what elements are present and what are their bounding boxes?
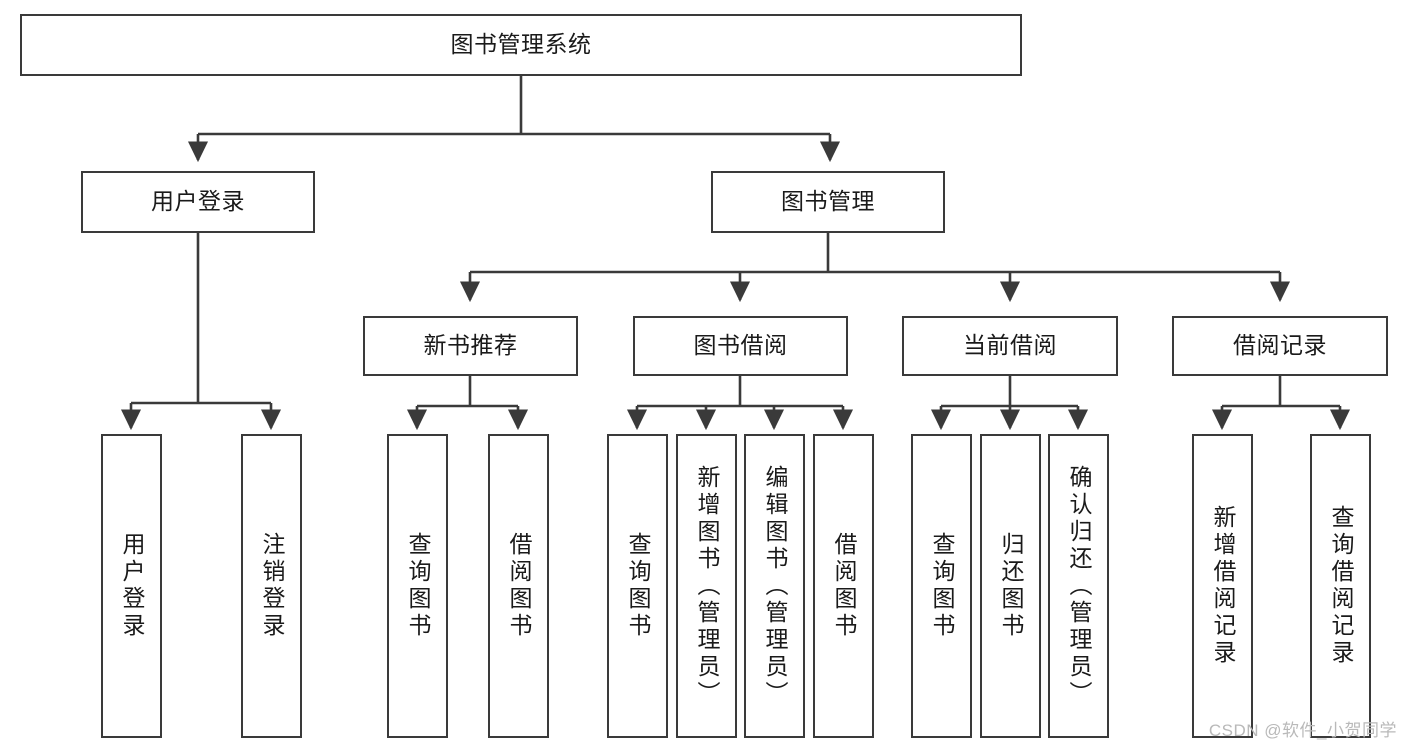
node-book-borrow-label: 图书借阅 [693,332,788,359]
node-new-book-rec-label: 新书推荐 [423,332,518,359]
node-leaf-query-book-2-label: 查询图书 [625,532,651,640]
node-leaf-query-book-3[interactable]: 查询图书 [911,434,972,738]
node-leaf-return-book-label: 归还图书 [998,532,1024,640]
node-borrow-record[interactable]: 借阅记录 [1172,316,1388,376]
node-root-label: 图书管理系统 [450,31,592,58]
node-leaf-borrow-book-1-label: 借阅图书 [506,532,532,640]
node-leaf-add-record-label: 新增借阅记录 [1210,505,1236,667]
node-leaf-query-book-3-label: 查询图书 [929,532,955,640]
node-leaf-edit-book[interactable]: 编辑图书（管理员） [744,434,805,738]
node-leaf-user-login-label: 用户登录 [119,532,145,640]
node-leaf-borrow-book-2[interactable]: 借阅图书 [813,434,874,738]
node-leaf-logout-label: 注销登录 [259,532,285,640]
node-leaf-query-record[interactable]: 查询借阅记录 [1310,434,1371,738]
node-borrow-record-label: 借阅记录 [1233,332,1327,359]
node-leaf-user-login[interactable]: 用户登录 [101,434,162,738]
node-new-book-rec[interactable]: 新书推荐 [363,316,578,376]
node-book-borrow[interactable]: 图书借阅 [633,316,848,376]
node-leaf-query-book-2[interactable]: 查询图书 [607,434,668,738]
node-leaf-borrow-book-1[interactable]: 借阅图书 [488,434,549,738]
node-leaf-add-book-label: 新增图书（管理员） [694,464,720,708]
node-leaf-return-book[interactable]: 归还图书 [980,434,1041,738]
node-book-manage-label: 图书管理 [781,188,875,215]
node-leaf-confirm-return-label: 确认归还（管理员） [1066,464,1092,708]
node-leaf-borrow-book-2-label: 借阅图书 [831,532,857,640]
node-leaf-query-book-1-label: 查询图书 [405,532,431,640]
node-leaf-query-book-1[interactable]: 查询图书 [387,434,448,738]
node-user-login-label: 用户登录 [151,188,245,215]
node-current-borrow[interactable]: 当前借阅 [902,316,1118,376]
node-leaf-query-record-label: 查询借阅记录 [1328,505,1354,667]
node-user-login[interactable]: 用户登录 [81,171,315,233]
node-book-manage[interactable]: 图书管理 [711,171,945,233]
node-current-borrow-label: 当前借阅 [963,332,1057,359]
node-leaf-add-record[interactable]: 新增借阅记录 [1192,434,1253,738]
node-leaf-add-book[interactable]: 新增图书（管理员） [676,434,737,738]
node-leaf-logout[interactable]: 注销登录 [241,434,302,738]
node-root[interactable]: 图书管理系统 [20,14,1022,76]
node-leaf-confirm-return[interactable]: 确认归还（管理员） [1048,434,1109,738]
node-leaf-edit-book-label: 编辑图书（管理员） [762,464,788,708]
